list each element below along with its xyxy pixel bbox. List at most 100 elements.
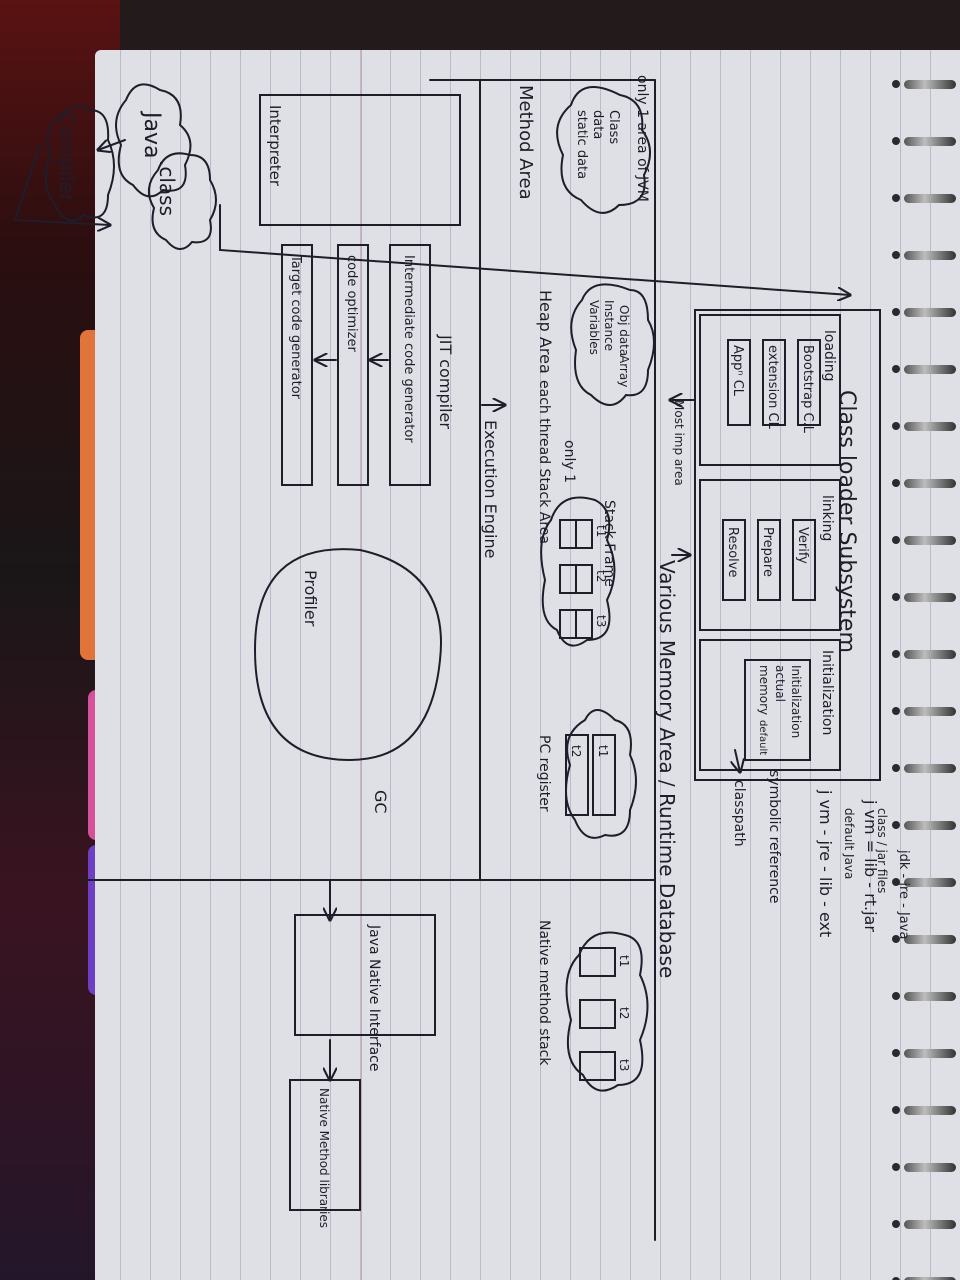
ruled-line [300,50,301,1280]
jvm-path-2: j vm - jre - lib - ext [816,789,835,937]
method-area-caption: Method Area [515,85,536,200]
init-line-1: actual [773,665,787,702]
initialization-box [699,639,841,771]
class-label: .class [155,160,179,216]
native-frame-t3 [579,1051,616,1081]
java-cloud [115,83,192,198]
binding-hole [892,251,900,259]
ruled-line [510,50,511,1280]
stack-t1: t1 [559,519,608,549]
binding-hole [892,821,900,829]
binding-hole [892,137,900,145]
binding-hole [892,479,900,487]
stack-thread-1: t2 [594,570,608,582]
linking-box [699,479,841,631]
profiler-label: Profiler [301,570,320,627]
ruled-line [120,50,121,1280]
spiral-coil [904,422,956,431]
heap-cloud-0: Obj data [617,305,631,356]
ruled-line [420,50,421,1280]
spiral-coil [904,935,956,944]
init-label: Initialization [819,650,835,735]
native-frame-t1 [579,947,616,977]
only-one-caption: only 1 [561,440,577,483]
ruled-line [720,50,721,1280]
init-line-3: default [757,720,768,755]
memory-header: Various Memory Area / Runtime Database [655,560,679,978]
most-imp-caption: Most imp area [672,400,686,486]
native-stack-caption: Native method stack [536,920,552,1066]
method-cloud-0: Class [606,110,621,144]
binding-hole [892,536,900,544]
spiral-coil [904,878,956,887]
compiler-cloud [45,105,115,222]
ruled-line [180,50,181,1280]
ruled-line [360,50,361,1280]
init-detail-box [744,659,811,761]
ruled-line [930,50,931,1280]
linking-step-box-2 [722,519,746,601]
class-cloud [147,152,217,250]
ruled-line [150,50,151,1280]
spiral-coil [904,992,956,1001]
heap-area-cloud [570,283,655,406]
pc-cell-0-box [592,734,616,816]
spiral-coil [904,308,956,317]
ruled-line [570,50,571,1280]
binding-hole [892,878,900,886]
pc-cell-0: t1 [596,745,610,757]
binding-hole [892,992,900,1000]
compiler-label: Compiler [55,112,79,203]
native-stack-cloud [565,931,649,1092]
heap-cloud-1: Instance [602,300,616,351]
jvm-path-1: j vm = lib - rt.jar [861,799,880,932]
jit-title: JIT compiler [436,334,455,429]
classpath-note: classpath [731,780,747,847]
linking-step-0: Verify [795,527,810,564]
spiral-coil [904,707,956,716]
binding-hole [892,1106,900,1114]
native-libraries-label: Native Method libraries [317,1088,331,1228]
jit-step-box-0 [389,244,431,486]
spiral-coil [904,821,956,830]
arrow-classpath [735,749,740,772]
stack-thread-0: t1 [594,525,608,537]
method-cloud-2: static data [574,110,589,179]
spiral-coil [904,764,956,773]
jvm-path-3: jdk - jre - Java [896,849,911,939]
ruled-line [270,50,271,1280]
binding-hole [892,764,900,772]
ruled-line [210,50,211,1280]
linking-step-box-0 [792,519,816,601]
spiral-coil [904,1106,956,1115]
profiler-circle [253,548,442,762]
symbolic-reference-note: symbolic reference [766,770,782,903]
binding-hole [892,707,900,715]
native-thread-0: t1 [617,955,631,967]
stack-t3: t3 [559,609,608,639]
spiral-coil [904,137,956,146]
each-thread-caption: each thread Stack Area [536,380,552,544]
ruled-line [540,50,541,1280]
loader-box-1 [762,339,786,426]
native-thread-2: t3 [617,1059,631,1071]
spiral-coil [904,1163,956,1172]
only-one-area-caption: only 1 area of JVM [634,75,650,202]
jni-box [294,914,436,1036]
binding-hole [892,80,900,88]
method-area-cloud [556,86,651,214]
native-frame-t2 [579,999,616,1029]
heap-cloud-2: Variables [587,300,601,355]
stack-t2: t2 [559,564,608,594]
pc-cell-1: t2 [569,745,583,757]
loader-label-1: extension CL [765,345,780,430]
interpreter-box [259,94,461,226]
ruled-line [630,50,631,1280]
init-line-2: memory [757,665,771,715]
binding-hole [892,308,900,316]
pc-cell-1-box [565,734,589,816]
pc-register-caption: PC register [536,735,552,812]
loading-box [699,314,841,466]
